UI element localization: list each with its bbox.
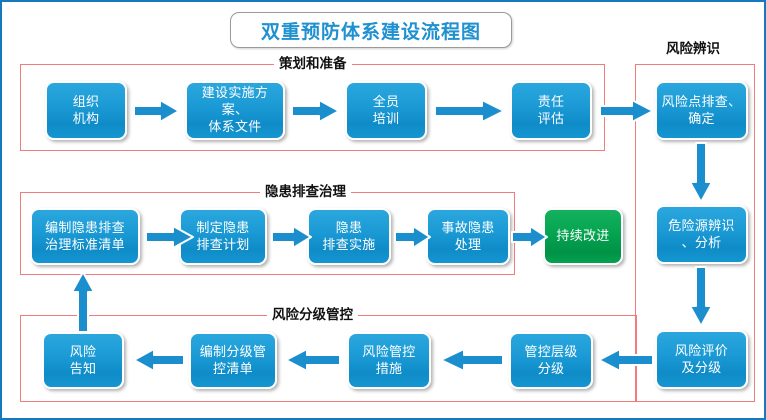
chart-title-box: 双重预防体系建设流程图	[230, 12, 512, 48]
node-notify[interactable]: 风险 告知	[42, 332, 124, 389]
node-level-line2: 分级	[537, 361, 565, 377]
node-measures-line1: 风险管控	[362, 344, 416, 360]
node-improve[interactable]: 持续改进	[543, 208, 623, 265]
node-risk-point-line2: 确定	[688, 111, 715, 127]
group-label-grading: 风险分级管控	[267, 308, 358, 323]
node-evaluate-line2: 及分级	[681, 360, 722, 376]
node-evaluate[interactable]: 风险评价 及分级	[655, 330, 748, 389]
node-plan-docs[interactable]: 建设实施方案、 体系文件	[185, 81, 285, 140]
node-grade-list-line1: 编制分级管	[199, 344, 267, 360]
arrow-org-to-docs	[133, 98, 181, 124]
arrow-handle-to-improve	[511, 224, 549, 250]
arrow-training-to-resp	[434, 98, 506, 124]
arrow-riskpoint-to-source	[688, 142, 714, 204]
group-frame-identify	[635, 64, 755, 402]
arrow-gradelist-to-notify	[131, 347, 185, 373]
node-handle[interactable]: 事故隐患 处理	[426, 208, 510, 265]
node-training[interactable]: 全员 培训	[345, 81, 427, 140]
node-training-line1: 全员	[372, 94, 400, 110]
arrow-resp-to-riskpoint	[599, 98, 655, 124]
group-label-hazard: 隐患排查治理	[260, 185, 351, 200]
node-notify-line1: 风险	[69, 344, 97, 360]
node-source-line2: 、分析	[681, 235, 722, 251]
node-org[interactable]: 组织 机构	[45, 81, 127, 140]
arrow-plancheck-to-docheck	[271, 224, 313, 250]
arrow-evaluate-to-level	[596, 347, 654, 373]
arrow-notify-to-stdlist	[70, 270, 96, 334]
arrow-stdlist-to-plancheck	[145, 224, 195, 250]
arrow-docheck-to-handle	[394, 224, 432, 250]
arrow-docs-to-training	[291, 98, 341, 124]
node-evaluate-line1: 风险评价	[674, 343, 729, 359]
node-measures-line2: 措施	[375, 361, 403, 377]
node-std-list[interactable]: 编制隐患排查 治理标准清单	[30, 208, 140, 265]
node-plan-check-line2: 排查计划	[196, 237, 250, 253]
node-grade-list[interactable]: 编制分级管 控清单	[189, 332, 277, 389]
node-improve-line1: 持续改进	[556, 229, 610, 244]
node-do-check-line2: 排查实施	[322, 237, 376, 253]
node-std-list-line1: 编制隐患排查	[45, 220, 125, 236]
node-plan-docs-line1: 建设实施方案、	[201, 86, 269, 118]
node-training-line2: 培训	[372, 111, 400, 127]
node-notify-line2: 告知	[69, 361, 97, 377]
group-label-planning: 策划和准备	[274, 57, 352, 72]
node-plan-check-line1: 制定隐患	[196, 220, 250, 236]
arrow-source-to-evaluate	[688, 266, 714, 328]
node-handle-line2: 处理	[454, 237, 482, 253]
node-std-list-line2: 治理标准清单	[45, 237, 125, 253]
node-resp-eval[interactable]: 责任 评估	[510, 81, 592, 140]
node-plan-docs-line2: 体系文件	[208, 120, 262, 135]
node-plan-check[interactable]: 制定隐患 排查计划	[179, 208, 267, 265]
node-level[interactable]: 管控层级 分级	[509, 332, 593, 389]
node-risk-point-line1: 风险点排查、	[661, 94, 742, 110]
node-resp-eval-line1: 责任	[537, 94, 565, 110]
page-title: 双重预防体系建设流程图	[260, 20, 481, 43]
node-org-line1: 组织	[72, 94, 100, 110]
node-org-line2: 机构	[72, 111, 100, 127]
arrow-level-to-measures	[438, 347, 504, 373]
node-level-line1: 管控层级	[524, 344, 578, 360]
node-grade-list-line2: 控清单	[213, 361, 253, 377]
arrow-measures-to-gradelist	[283, 347, 341, 373]
node-source[interactable]: 危险源辨识 、分析	[655, 205, 748, 264]
node-measures[interactable]: 风险管控 措施	[347, 332, 431, 389]
node-resp-eval-line2: 评估	[537, 111, 565, 127]
node-source-line1: 危险源辨识	[668, 218, 735, 234]
node-risk-point[interactable]: 风险点排查、 确定	[655, 81, 748, 140]
node-do-check[interactable]: 隐患 排查实施	[307, 208, 391, 265]
node-handle-line1: 事故隐患	[441, 220, 495, 236]
node-do-check-line1: 隐患	[335, 220, 363, 236]
group-label-identify: 风险辨识	[661, 42, 725, 57]
